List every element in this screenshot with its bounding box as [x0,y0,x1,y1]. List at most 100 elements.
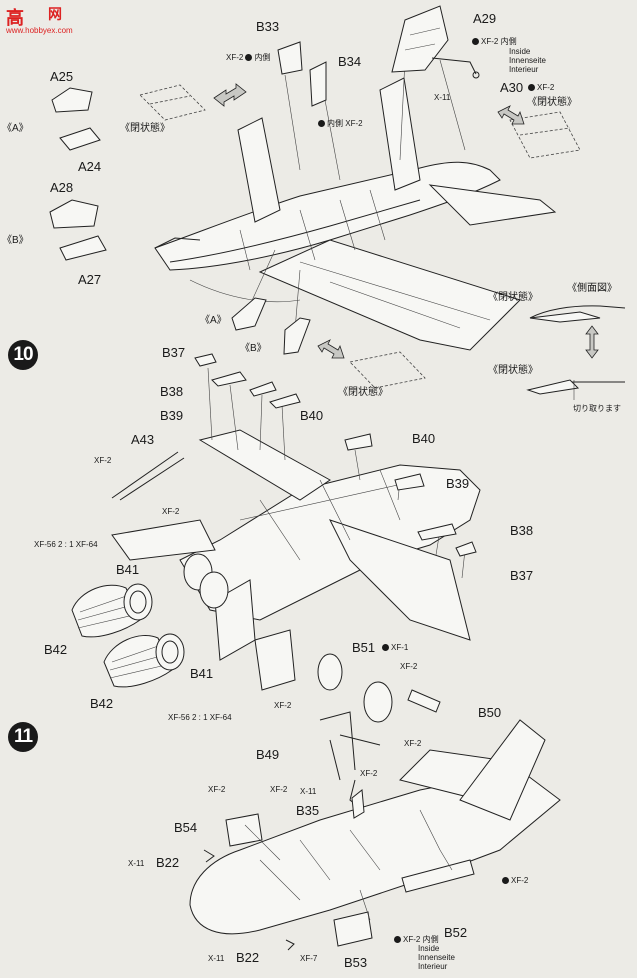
label-b33: B33 [256,19,280,34]
label-a30: A30 [500,80,524,95]
label-b50: B50 [478,705,502,720]
part-b34-shape [309,61,327,107]
label-b41-top: B41 [116,562,140,577]
paint-x11-b22-bot: X-11 [208,954,225,963]
label-a24: A24 [78,159,102,174]
part-a25-shape [51,87,93,113]
note-variant-b-2: 《B》 [240,343,267,354]
label-b52: B52 [444,925,468,940]
label-b51: B51 [352,640,376,655]
exhaust-nozzles [71,583,185,688]
inside-en-1: Inside [509,47,531,56]
rear-fuselage [111,367,481,691]
inside-note: 内側 [254,53,271,62]
nose-gear [317,653,441,809]
inside-note: 内側 [422,935,439,944]
paint-xf2-gear2: XF-2 [274,701,292,710]
note-closed-5: 《閉状態》 [488,365,538,376]
label-a28: A28 [50,180,74,195]
label-b40-left: B40 [300,408,324,423]
forward-fuselage [189,719,561,951]
note-side-view: 《側面図》 [567,283,617,294]
label-b40-right: B40 [412,431,436,446]
label-b39-left: B39 [160,408,184,423]
paint-x11-b22-top: X-11 [128,859,145,868]
paint-xf2-gear3: XF-2 [404,739,422,748]
paint-ref-a30: XF-2 [526,83,554,92]
note-variant-a: 《A》 [2,123,29,134]
paint-ref-b52: XF-2 [500,876,529,885]
paint-xf2-b54: XF-2 [208,785,226,794]
label-b41-bottom: B41 [190,666,214,681]
label-b22-top: B22 [156,855,180,870]
label-b53: B53 [344,955,368,970]
paint-xf2-gear4: XF-2 [360,769,378,778]
label-b49: B49 [256,747,280,762]
note-closed-2: 《閉状態》 [527,97,577,108]
inside-en-2: Inside [418,944,440,953]
paint-xf2-gear1: XF-2 [400,662,418,671]
part-a28-shape [49,199,99,229]
note-cut-off: 切り取ります [573,404,621,413]
part-a43-shape [111,451,185,501]
logo-url: www.hobbyex.com [6,26,73,35]
paint-code: XF-2 [481,37,499,46]
step-10-badge: 10 [8,340,38,370]
paint-xf2-a43: XF-2 [94,456,112,465]
paint-code: XF-2 [345,119,363,128]
label-b34: B34 [338,54,362,69]
paint-ref-b33: XF-2 内側 [226,53,271,62]
inside-note: 内側 [327,119,343,128]
label-b37-left: B37 [162,345,186,360]
inside-de-2: Innenseite [418,953,455,962]
label-b22-bottom: B22 [236,950,260,965]
inside-de-1: Innenseite [509,56,546,65]
paint-xf7: XF-7 [300,954,318,963]
part-a30-shape [431,57,477,75]
inside-fr-1: Interieur [509,65,539,74]
inside-fr-2: Interieur [418,962,448,971]
paint-ratio-2: XF-56 2 : 1 XF-64 [168,713,232,722]
label-a29: A29 [473,11,497,26]
label-b37-right: B37 [510,568,534,583]
paint-code: XF-1 [391,643,409,652]
label-a25: A25 [50,69,74,84]
paint-xf2-b35: XF-2 [270,785,288,794]
part-a29-shape [391,5,449,73]
label-b38-left: B38 [160,384,184,399]
note-closed-3: 《閉状態》 [338,387,388,398]
part-a24-shape [59,127,101,151]
airframe-top-view [154,59,557,351]
part-b33-shape [277,41,303,75]
paint-xf2-a43b: XF-2 [162,507,180,516]
paint-x11-gear: X-11 [300,787,317,796]
label-b35: B35 [296,803,320,818]
logo-char-2: 网 [48,6,62,22]
paint-ref-b53: XF-2 内側 [392,935,439,944]
note-closed-1: 《閉状態》 [120,123,170,134]
label-b42-top: B42 [44,642,68,657]
label-a27: A27 [78,272,102,287]
paint-code: XF-2 [226,53,244,62]
paint-x11-top: X-11 [434,93,451,102]
watermark-logo: 高 网 www.hobbyex.com [2,2,73,40]
inside-note: 内側 [500,37,517,46]
label-a43: A43 [131,432,155,447]
part-a27-shape [59,235,107,261]
note-variant-a-2: 《A》 [200,315,227,326]
paint-ratio-1: XF-56 2 : 1 XF-64 [34,540,98,549]
label-b42-bottom: B42 [90,696,114,711]
paint-code: XF-2 [403,935,421,944]
paint-ref-b34: 内側 XF-2 [316,119,363,128]
paint-ref-b51: XF-1 [380,643,409,652]
note-variant-b: 《B》 [2,235,29,246]
paint-code: XF-2 [511,876,529,885]
label-b38-right: B38 [510,523,534,538]
paint-ref-a29: XF-2 内側 [470,37,517,46]
label-b54: B54 [174,820,198,835]
logo-char: 高 [6,8,24,28]
step-11-badge: 11 [8,722,38,752]
label-b39-right: B39 [446,476,470,491]
